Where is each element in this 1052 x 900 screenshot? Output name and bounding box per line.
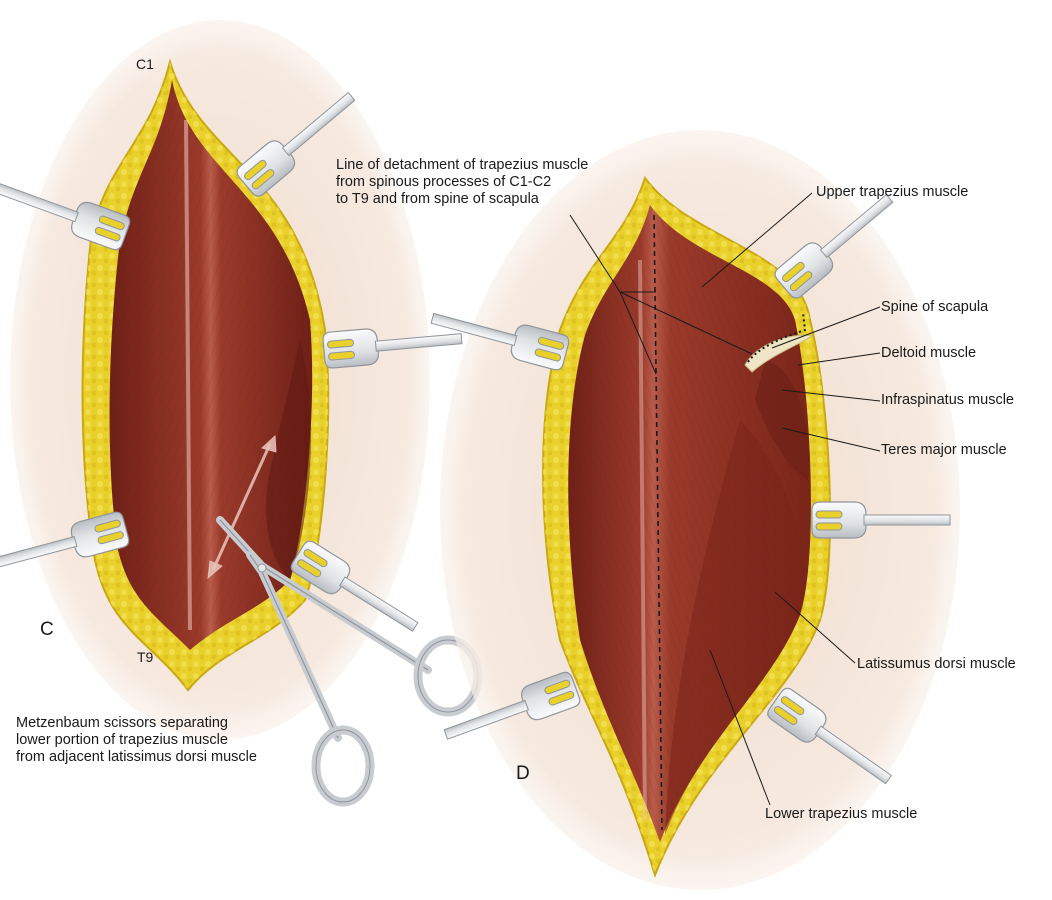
detachment-line-dashed [653,214,663,831]
label-lower-trapezius: Lower trapezius muscle [765,806,918,822]
leader-lines [569,192,881,806]
spine-of-scapula-bone [744,334,814,373]
vertebra-label-t9: T9 [137,649,154,665]
label-infraspinatus: Infraspinatus muscle [881,392,1014,408]
panel-d [427,130,960,890]
label-upper-trapezius: Upper trapezius muscle [816,184,969,200]
label-detachment-line: Line of detachment of trapezius muscle f… [336,157,589,207]
panel-c [0,20,483,807]
infraspinatus-region [755,360,809,480]
latissimus-region [665,420,804,835]
label-spine-of-scapula: Spine of scapula [881,299,989,315]
caption-scissors: Metzenbaum scissors separating lower por… [16,715,257,765]
label-deltoid: Deltoid muscle [881,345,977,361]
label-teres-major: Teres major muscle [881,442,1007,458]
label-latissimus-dorsi: Latissumus dorsi muscle [857,656,1016,672]
separation-arrow-icon [207,434,277,580]
panel-letter-c: C [40,619,54,640]
vertebra-label-c1: C1 [136,56,154,72]
panel-letter-d: D [516,763,530,784]
